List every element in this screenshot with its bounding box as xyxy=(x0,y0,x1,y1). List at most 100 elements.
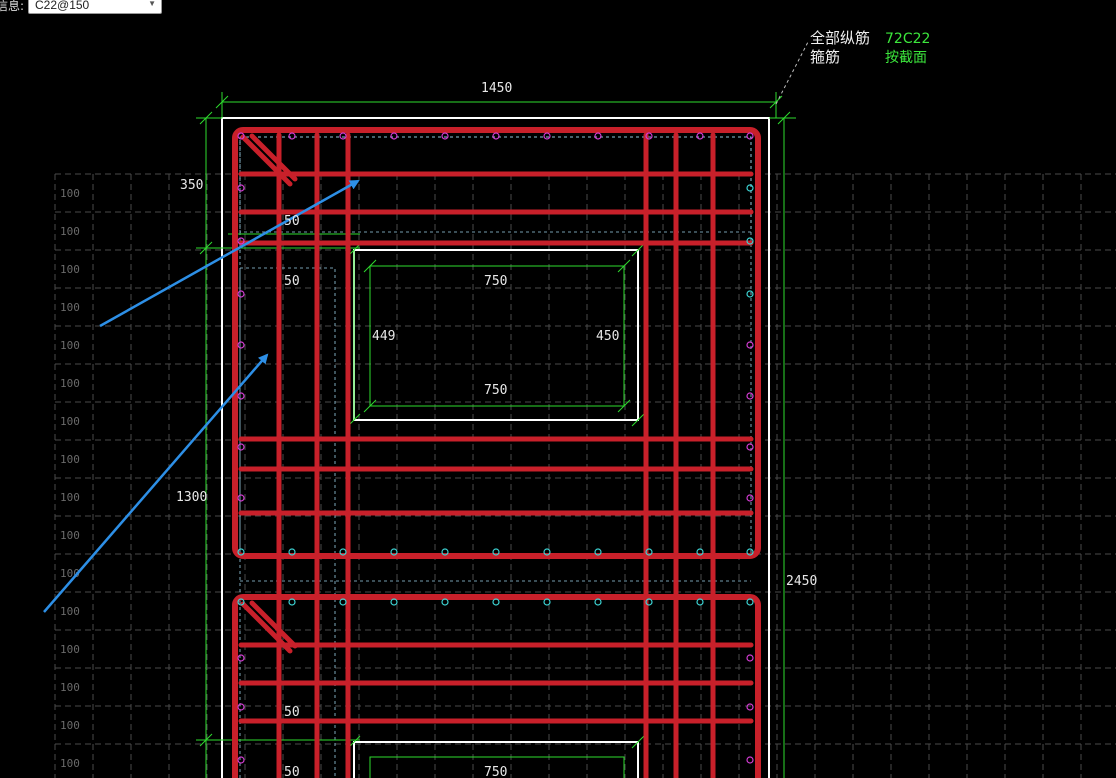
dim-total-height: 2450 xyxy=(786,574,817,589)
rebar-marker xyxy=(237,443,245,451)
rebar-marker xyxy=(645,598,653,606)
rebar-marker xyxy=(746,654,754,662)
legend-longitudinal-label: 全部纵筋 xyxy=(810,29,870,47)
grid-labels: 1001001001001001001001001001001001001001… xyxy=(60,187,80,770)
hook-diagonals xyxy=(240,133,298,654)
rebar-marker xyxy=(339,548,347,556)
rebar-marker xyxy=(594,132,602,140)
rebar-marker xyxy=(746,443,754,451)
dim-cover-upper: 50 xyxy=(284,214,300,229)
stirrup-lower xyxy=(232,594,761,778)
stirrup-upper xyxy=(232,127,761,559)
rebar-marker xyxy=(746,392,754,400)
grid-spacing-label: 100 xyxy=(60,757,80,770)
rebar-marker xyxy=(237,392,245,400)
chevron-down-icon[interactable]: ▼ xyxy=(148,0,156,8)
rebar-marker xyxy=(645,132,653,140)
rebar-marker xyxy=(543,132,551,140)
grid-spacing-label: 100 xyxy=(60,529,80,542)
grid-spacing-label: 100 xyxy=(60,681,80,694)
rebar-marker xyxy=(237,703,245,711)
grid-spacing-label: 100 xyxy=(60,453,80,466)
dim-cover-lower-a: 50 xyxy=(284,705,300,720)
arrow-lower xyxy=(43,353,269,613)
rebar-marker xyxy=(237,548,245,556)
grid-spacing-label: 100 xyxy=(60,377,80,390)
grid-spacing-label: 100 xyxy=(60,339,80,352)
info-label: 信息: xyxy=(0,0,25,13)
rebar-marker xyxy=(441,598,449,606)
legend-leader-line xyxy=(775,41,809,105)
rebar-layer xyxy=(232,127,761,778)
rebar-marker xyxy=(543,598,551,606)
rebar-marker xyxy=(441,548,449,556)
dim-cover-lower-b: 50 xyxy=(284,765,300,778)
rebar-marker xyxy=(696,132,704,140)
rebar-marker xyxy=(237,756,245,764)
rebar-marker xyxy=(746,132,754,140)
legend-stirrup-value[interactable]: 按截面 xyxy=(885,50,927,66)
stirrup-spec-select[interactable]: C22@150 ▼ xyxy=(28,0,162,14)
dim-opening-top-width: 750 xyxy=(484,274,507,289)
dim-opening-left-height: 449 xyxy=(372,329,395,344)
legend-stirrup-label: 箍筋 xyxy=(810,48,840,66)
arrow-upper xyxy=(99,179,360,328)
background-grid xyxy=(54,173,1116,778)
section-outline xyxy=(221,117,770,778)
rebar-marker xyxy=(237,654,245,662)
grid-spacing-label: 100 xyxy=(60,643,80,656)
grid-spacing-label: 100 xyxy=(60,719,80,732)
rebar-marker xyxy=(237,494,245,502)
rebar-marker xyxy=(594,548,602,556)
rebar-marker xyxy=(237,237,245,245)
annotation-arrows xyxy=(43,179,360,613)
dim-top-segment: 350 xyxy=(180,178,203,193)
rebar-marker xyxy=(746,184,754,192)
rebar-marker xyxy=(288,132,296,140)
rebar-marker xyxy=(696,548,704,556)
rebar-marker xyxy=(492,548,500,556)
grid-spacing-label: 100 xyxy=(60,225,80,238)
rebar-marker xyxy=(492,132,500,140)
inner-boundaries xyxy=(239,136,752,778)
rebar-marker xyxy=(594,598,602,606)
horizontal-bars xyxy=(238,171,754,724)
dimension-lines xyxy=(196,92,796,778)
rebar-legend: 全部纵筋 72C22 箍筋 按截面 xyxy=(810,29,930,66)
grid-spacing-label: 100 xyxy=(60,491,80,504)
rebar-marker xyxy=(339,132,347,140)
rebar-marker xyxy=(543,548,551,556)
rebar-marker xyxy=(339,598,347,606)
rebar-marker xyxy=(390,548,398,556)
rebar-marker xyxy=(237,341,245,349)
rebar-marker xyxy=(746,290,754,298)
rebar-marker xyxy=(746,237,754,245)
rebar-marker xyxy=(237,290,245,298)
rebar-marker xyxy=(237,598,245,606)
grid-spacing-label: 100 xyxy=(60,263,80,276)
longitudinal-bar-markers xyxy=(237,132,754,764)
rebar-marker xyxy=(746,703,754,711)
legend-longitudinal-value[interactable]: 72C22 xyxy=(885,31,930,47)
dim-total-width: 1450 xyxy=(481,81,512,96)
dim-cover-left: 50 xyxy=(284,274,300,289)
rebar-marker xyxy=(746,548,754,556)
rebar-marker xyxy=(746,756,754,764)
top-toolbar: 信息: C22@150 ▼ xyxy=(0,0,170,17)
stirrup-spec-value: C22@150 xyxy=(35,0,90,12)
dimension-text: 1450 350 1300 2450 50 50 50 50 750 750 4… xyxy=(176,81,817,778)
opening-outline-lower xyxy=(353,741,639,778)
grid-spacing-label: 100 xyxy=(60,605,80,618)
rebar-marker xyxy=(288,598,296,606)
dim-mid-segment: 1300 xyxy=(176,490,207,505)
dim-opening-bottom-width: 750 xyxy=(484,383,507,398)
rebar-marker xyxy=(746,494,754,502)
rebar-marker xyxy=(237,184,245,192)
grid-spacing-label: 100 xyxy=(60,301,80,314)
rebar-marker xyxy=(492,598,500,606)
rebar-marker xyxy=(390,598,398,606)
dim-opening-right-height: 450 xyxy=(596,329,619,344)
rebar-marker xyxy=(645,548,653,556)
rebar-marker xyxy=(390,132,398,140)
